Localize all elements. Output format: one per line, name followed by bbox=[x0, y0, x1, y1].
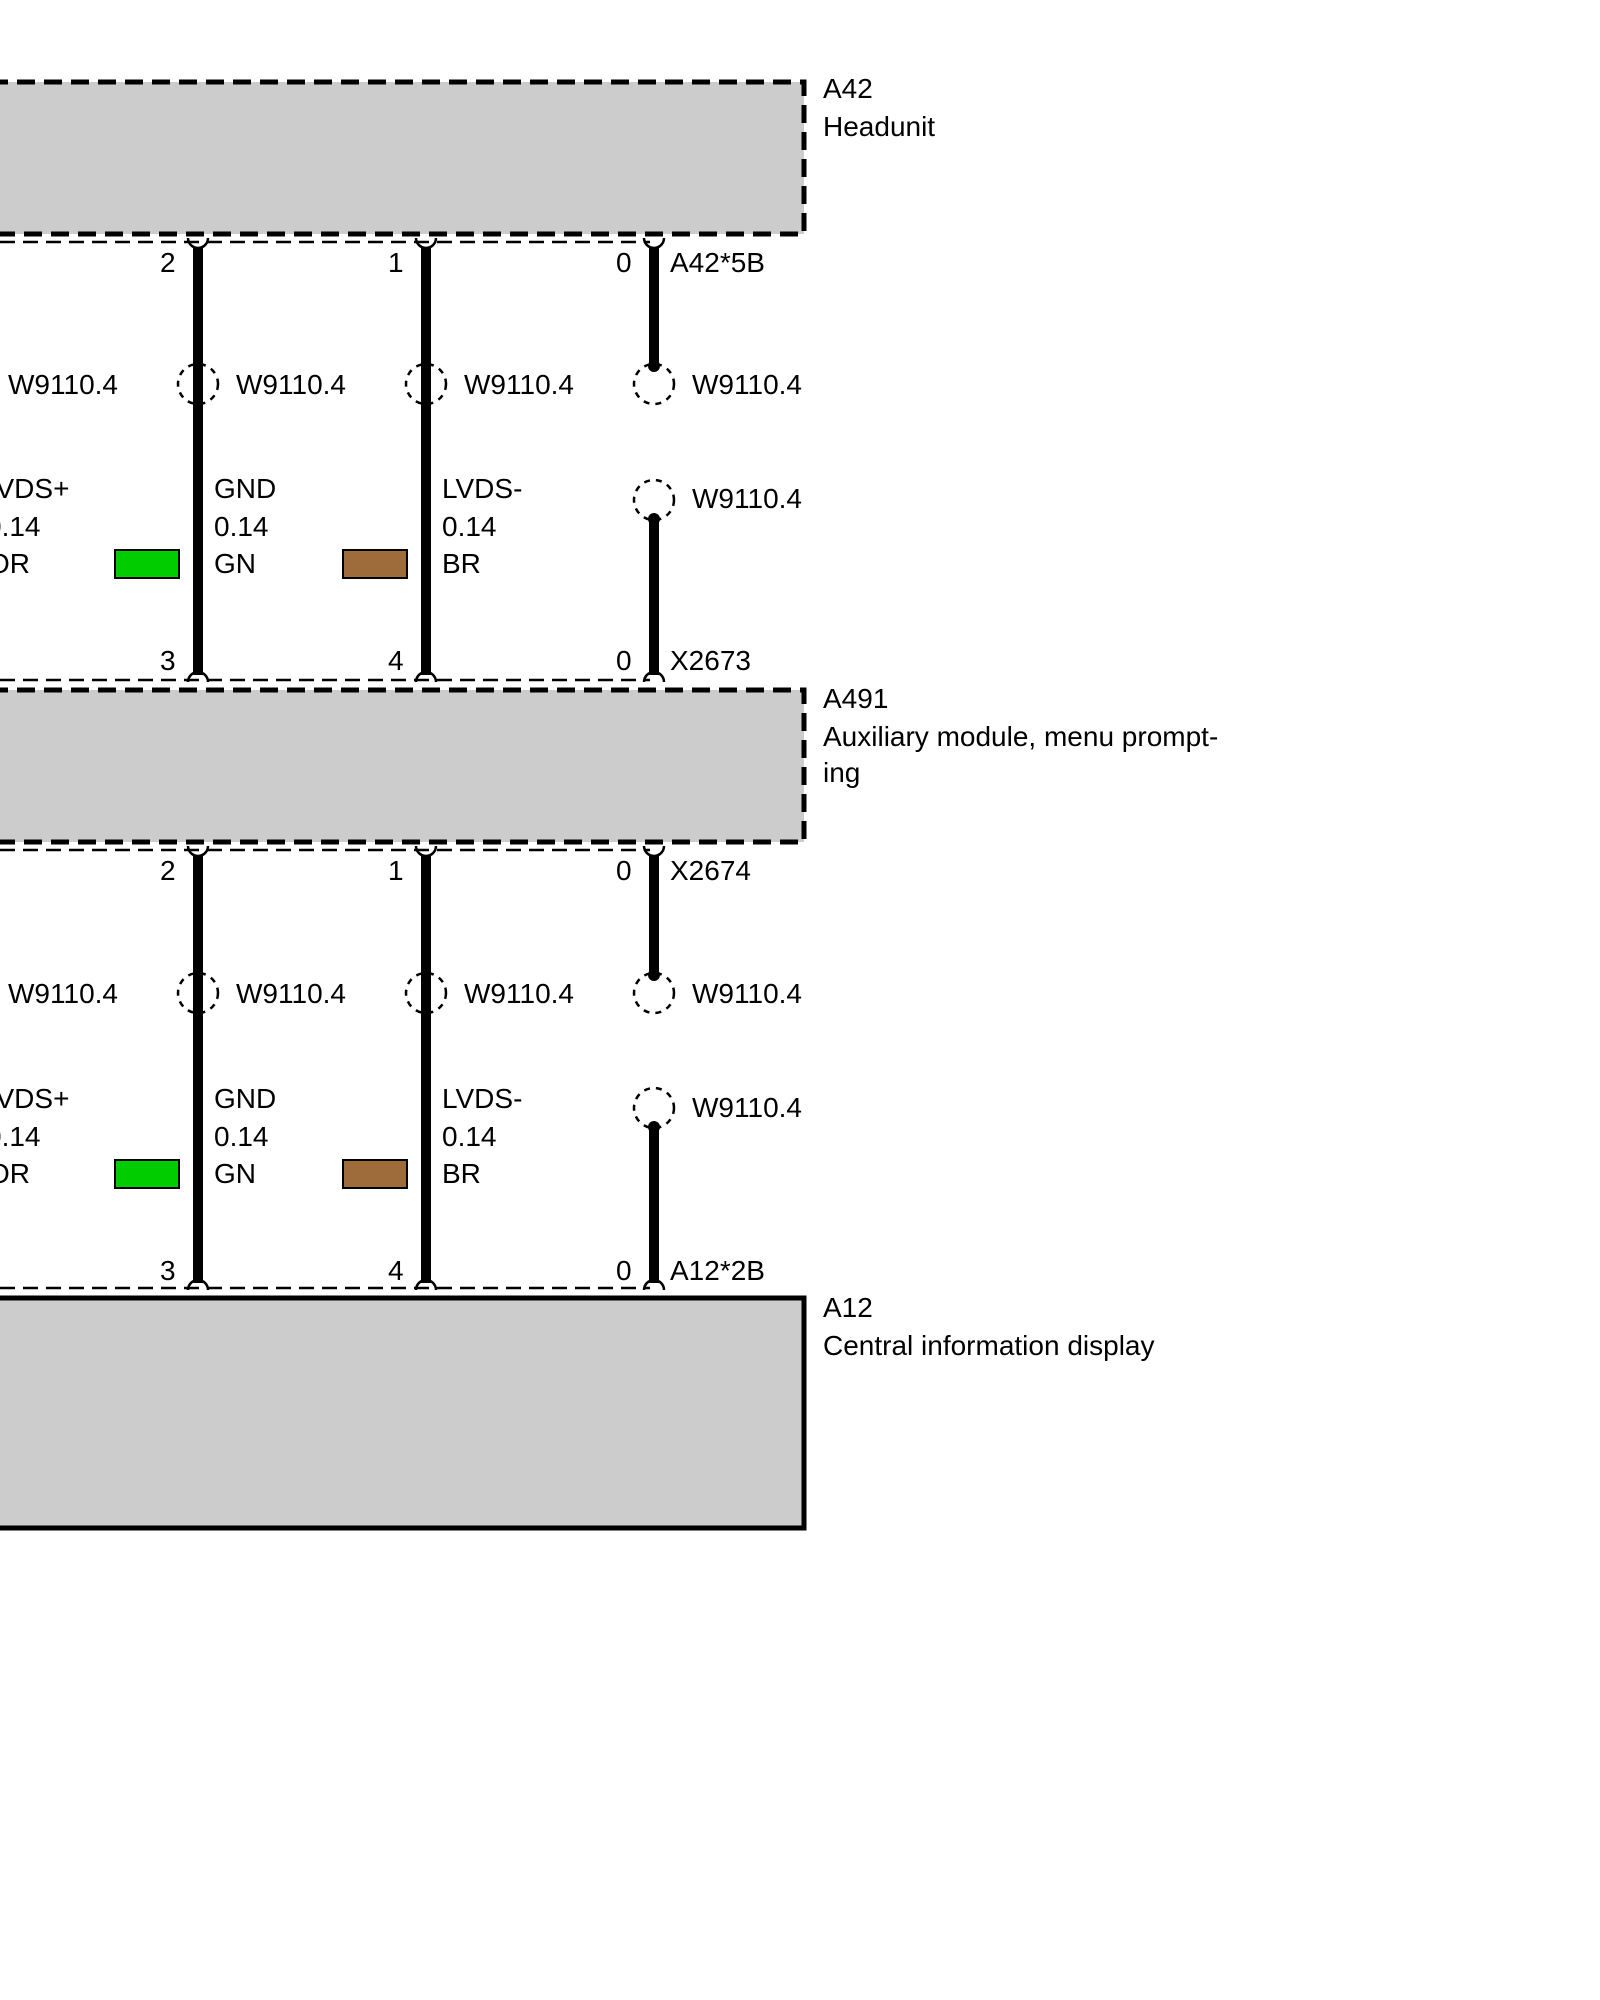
upper-lvds-minus-pin-top: 1 bbox=[388, 247, 404, 278]
upper-gnd-color: GN bbox=[214, 548, 256, 579]
module-a491-id: A491 bbox=[823, 683, 888, 714]
upper-lvds-minus-gauge: 0.14 bbox=[442, 511, 497, 542]
connector-a12-label: A12*2B bbox=[670, 1255, 765, 1286]
lower-shield-pin-top: 0 bbox=[616, 855, 632, 886]
lower-shield-pin-top-arc bbox=[642, 845, 666, 858]
upper-shield-pin-bottom: 0 bbox=[616, 645, 632, 676]
upper-shield-bottom-label: W9110.4 bbox=[692, 483, 802, 514]
lower-lvds-minus-shield-ring bbox=[404, 971, 448, 1015]
module-a42-box bbox=[0, 79, 807, 237]
upper-lvds-minus-pin-bottom-arc bbox=[414, 670, 438, 683]
lower-lvds-plus-signal: LVDS+ bbox=[0, 1083, 69, 1114]
module-a12-name: Central information display bbox=[823, 1330, 1155, 1361]
lower-shield-ring-top bbox=[632, 971, 676, 1015]
module-a12-id: A12 bbox=[823, 1292, 873, 1323]
lower-lvds-minus-shield-label: W9110.4 bbox=[464, 978, 574, 1009]
lower-shield-pin-bottom-arc bbox=[642, 1278, 666, 1291]
upper-lvds-minus-shield-label: W9110.4 bbox=[464, 369, 574, 400]
upper-gnd-shield-ring bbox=[176, 362, 220, 406]
module-a12-box bbox=[0, 1295, 807, 1531]
lower-lvds-minus-signal: LVDS- bbox=[442, 1083, 522, 1114]
lower-gnd-color: GN bbox=[214, 1158, 256, 1189]
lower-lvds-minus-pin-bottom: 4 bbox=[388, 1255, 404, 1286]
upper-gnd-gauge: 0.14 bbox=[214, 511, 269, 542]
lower-gnd-shield-ring bbox=[176, 971, 220, 1015]
module-a42: A42 Headunit bbox=[0, 73, 935, 237]
upper-gnd-color-swatch bbox=[114, 549, 180, 579]
upper-lvds-plus-gauge: 0.14 bbox=[0, 511, 41, 542]
lower-lvds-minus-pin-top-arc bbox=[414, 845, 438, 858]
upper-shield-ring-bottom bbox=[632, 478, 676, 522]
connector-a42-label: A42*5B bbox=[670, 247, 765, 278]
lower-gnd-gauge: 0.14 bbox=[214, 1121, 269, 1152]
upper-gnd-shield-label: W9110.4 bbox=[236, 369, 346, 400]
lower-gnd-pin-top-arc bbox=[186, 845, 210, 858]
upper-shield-ring-bottom-dot bbox=[648, 513, 660, 525]
module-a42-name: Headunit bbox=[823, 111, 935, 142]
lower-lvds-minus-color: BR bbox=[442, 1158, 481, 1189]
lower-shield-top-label: W9110.4 bbox=[692, 978, 802, 1009]
lower-gnd-pin-bottom: 3 bbox=[160, 1255, 176, 1286]
lower-lvds-minus-color-swatch bbox=[342, 1159, 408, 1189]
upper-lvds-plus-signal: LVDS+ bbox=[0, 473, 69, 504]
lower-lvds-plus-color: OR bbox=[0, 1158, 30, 1189]
upper-gnd-pin-top: 2 bbox=[160, 247, 176, 278]
upper-gnd-pin-bottom-arc bbox=[186, 670, 210, 683]
lower-shield-ring-bottom-dot bbox=[648, 1121, 660, 1133]
upper-lvds-plus-shield-label: W9110.4 bbox=[8, 369, 118, 400]
lower-shield-ring-top-dot bbox=[648, 969, 660, 981]
lower-shield-ring-bottom bbox=[632, 1086, 676, 1130]
lower-lvds-minus-pin-top: 1 bbox=[388, 855, 404, 886]
module-a42-id: A42 bbox=[823, 73, 873, 104]
lower-shield-bottom-label: W9110.4 bbox=[692, 1092, 802, 1123]
upper-lvds-minus-shield-ring bbox=[404, 362, 448, 406]
lower-lvds-minus-gauge: 0.14 bbox=[442, 1121, 497, 1152]
upper-shield-pin-top-arc bbox=[642, 237, 666, 250]
upper-lvds-minus-pin-bottom: 4 bbox=[388, 645, 404, 676]
connector-x2674-label: X2674 bbox=[670, 855, 751, 886]
upper-run: 2 1 0 A42*5B W9110.4 W9110.4 W9110.4 W91… bbox=[0, 237, 802, 683]
lower-gnd-color-swatch bbox=[114, 1159, 180, 1189]
lower-gnd-signal: GND bbox=[214, 1083, 276, 1114]
module-a491-name-line1: Auxiliary module, menu prompt- bbox=[823, 721, 1218, 752]
lower-gnd-shield-label: W9110.4 bbox=[236, 978, 346, 1009]
lower-run: 2 1 0 X2674 W9110.4 W9110.4 W9110.4 W911… bbox=[0, 845, 802, 1291]
upper-lvds-plus-color: OR bbox=[0, 548, 30, 579]
lower-lvds-minus-pin-bottom-arc bbox=[414, 1278, 438, 1291]
lower-lvds-plus-gauge: 0.14 bbox=[0, 1121, 41, 1152]
upper-shield-ring-top bbox=[632, 362, 676, 406]
module-a12: A12 Central information display bbox=[0, 1292, 1155, 1531]
upper-shield-pin-top: 0 bbox=[616, 247, 632, 278]
upper-lvds-minus-signal: LVDS- bbox=[442, 473, 522, 504]
lower-shield-pin-bottom: 0 bbox=[616, 1255, 632, 1286]
upper-lvds-minus-pin-top-arc bbox=[414, 237, 438, 250]
upper-shield-ring-top-dot bbox=[648, 360, 660, 372]
module-a491: A491 Auxiliary module, menu prompt- ing bbox=[0, 683, 1218, 845]
upper-shield-top-label: W9110.4 bbox=[692, 369, 802, 400]
module-a491-box bbox=[0, 687, 807, 845]
lower-gnd-pin-top: 2 bbox=[160, 855, 176, 886]
upper-gnd-signal: GND bbox=[214, 473, 276, 504]
upper-lvds-minus-color: BR bbox=[442, 548, 481, 579]
upper-gnd-pin-bottom: 3 bbox=[160, 645, 176, 676]
upper-shield-pin-bottom-arc bbox=[642, 670, 666, 683]
connector-x2673-label: X2673 bbox=[670, 645, 751, 676]
upper-lvds-minus-color-swatch bbox=[342, 549, 408, 579]
module-a491-name-line2: ing bbox=[823, 757, 860, 788]
lower-gnd-pin-bottom-arc bbox=[186, 1278, 210, 1291]
lower-lvds-plus-shield-label: W9110.4 bbox=[8, 978, 118, 1009]
upper-gnd-pin-top-arc bbox=[186, 237, 210, 250]
